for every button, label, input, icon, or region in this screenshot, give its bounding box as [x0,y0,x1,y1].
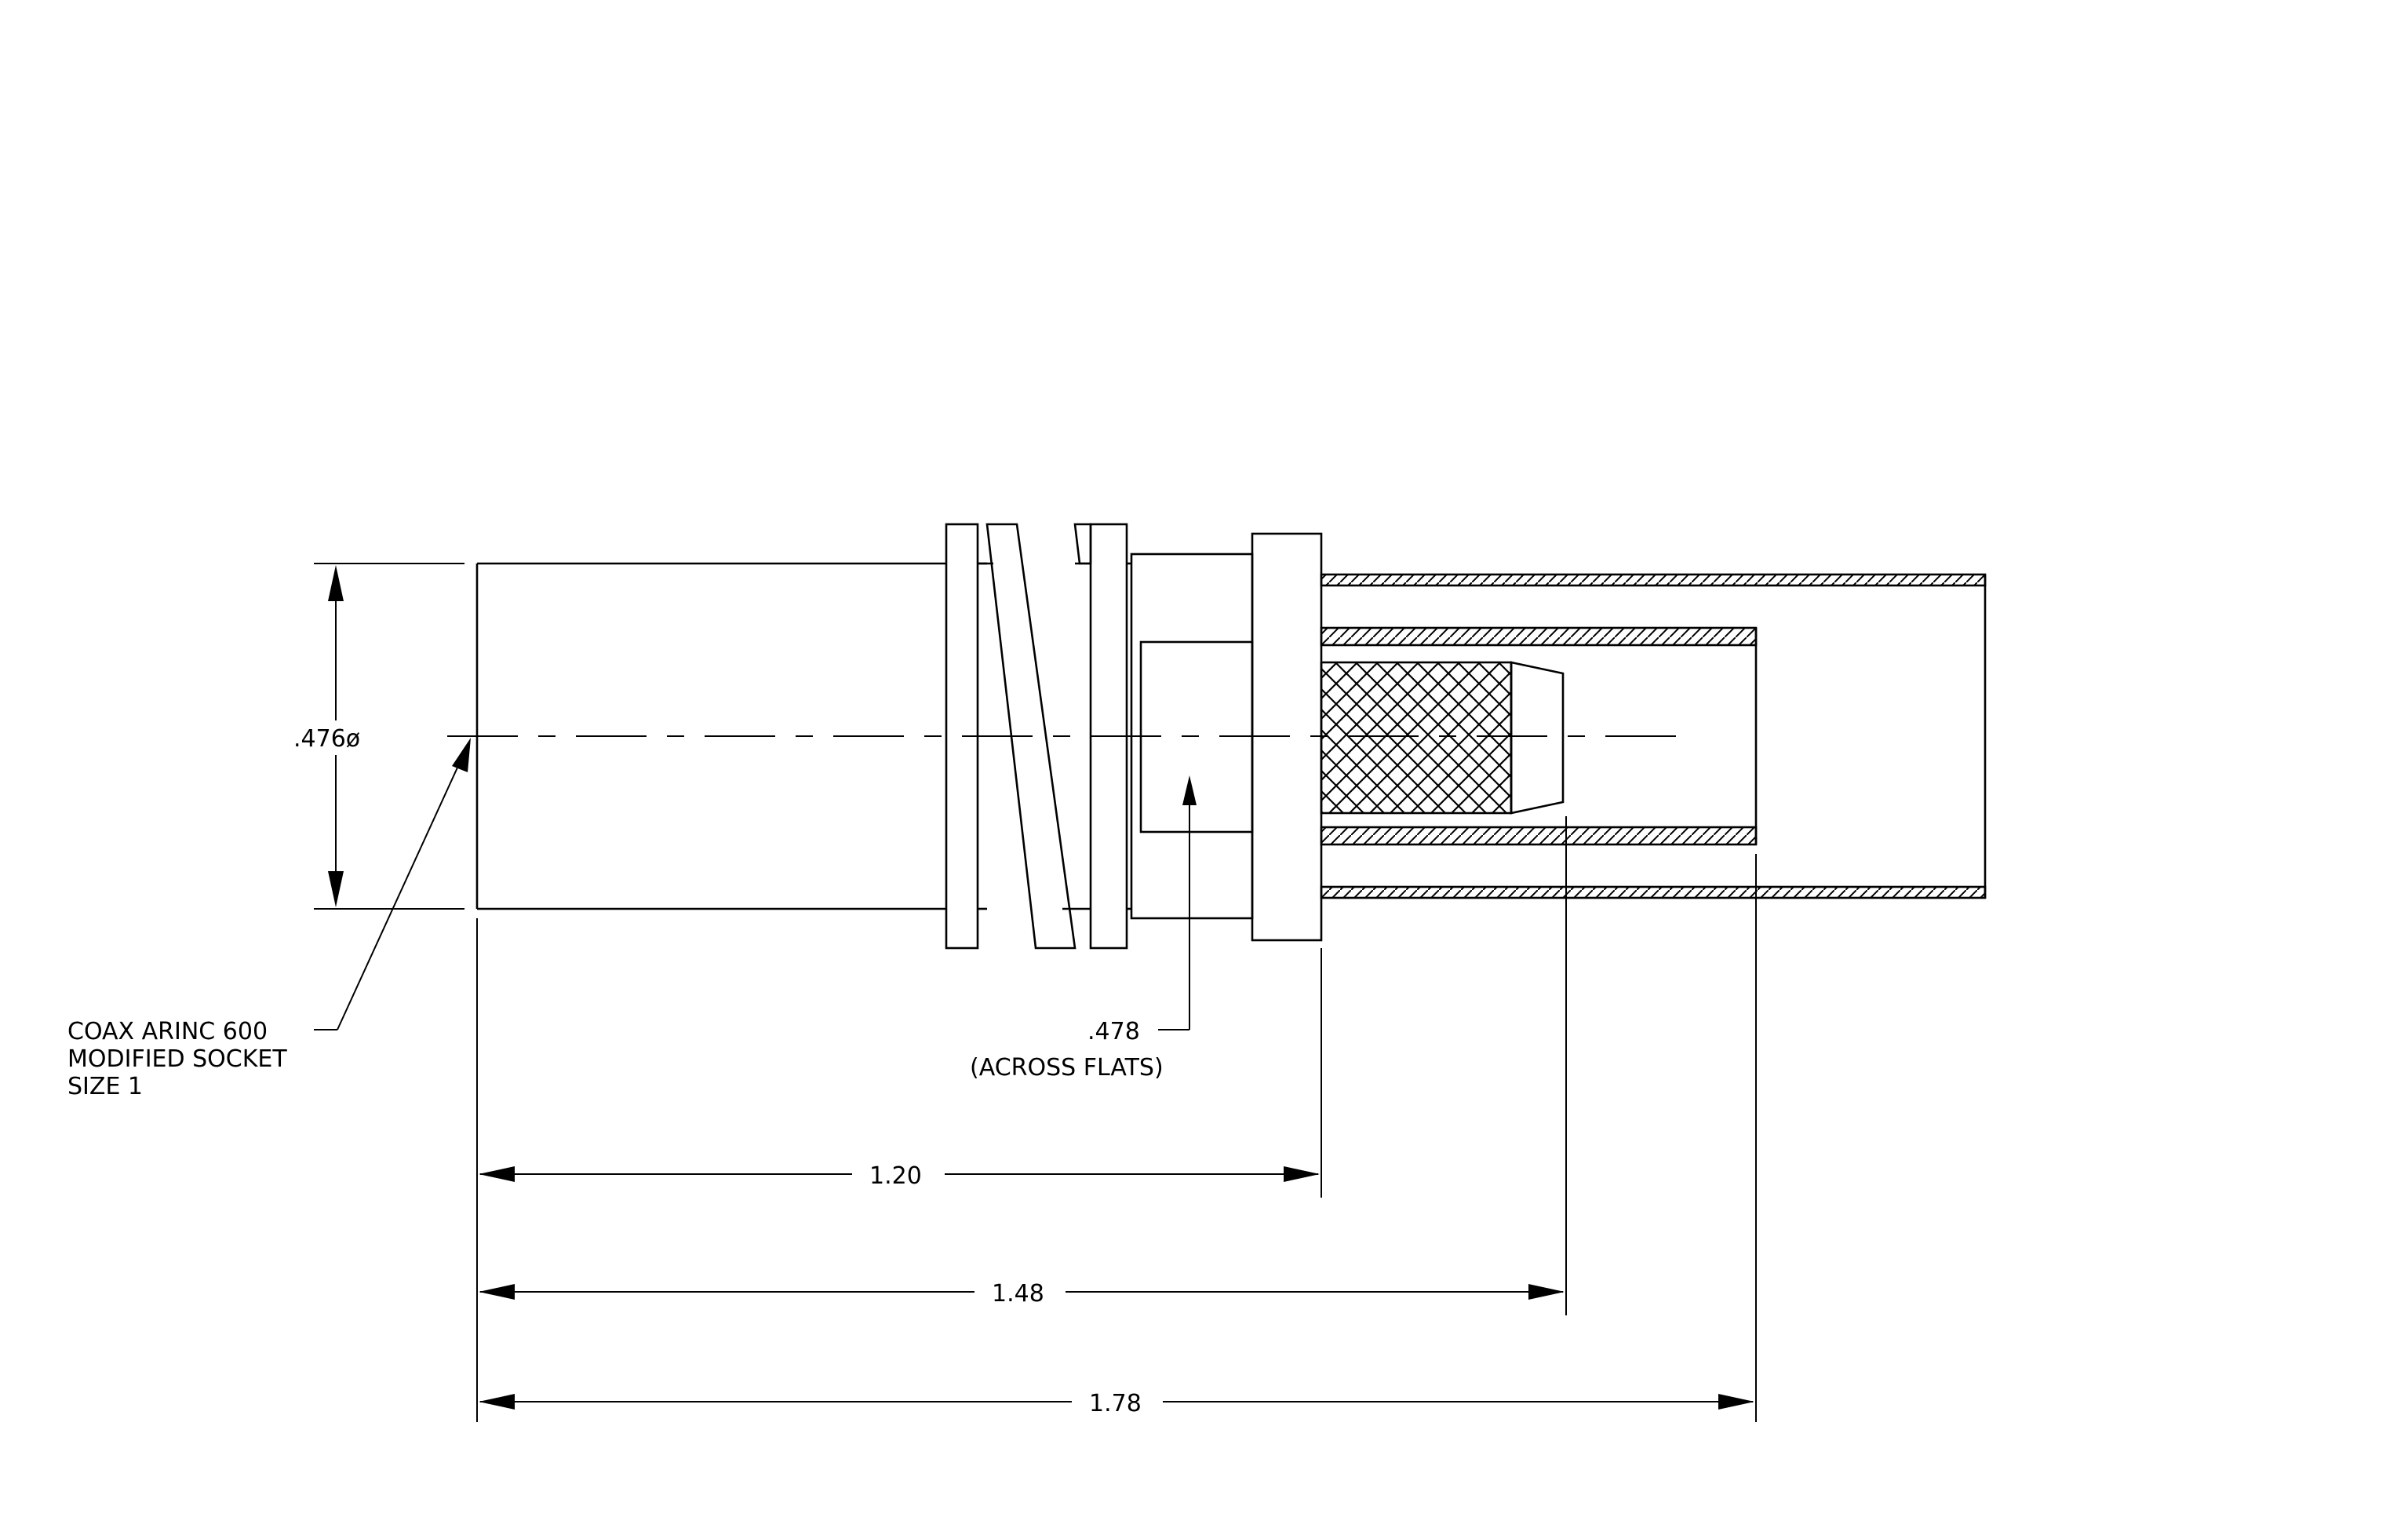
outer-ferrule [1320,573,1987,899]
across-flats-callout: .478 (ACROSS FLATS) [970,775,1197,1081]
diameter-dimension: .476ø [293,563,464,910]
across-flats-value: .478 [1087,1018,1140,1045]
part-callout: COAX ARINC 600 MODIFIED SOCKET SIZE 1 [67,738,471,1100]
across-flats-note: (ACROSS FLATS) [970,1054,1164,1081]
length-dimension-2: 1.48 [479,1280,1565,1308]
length-dimension-3: 1.78 [479,1390,1754,1417]
dielectric-insert [1320,661,1565,815]
extension-lines [476,816,1757,1422]
length-dimension-1: 1.20 [479,1162,1320,1190]
callout-line-2: MODIFIED SOCKET [67,1045,287,1073]
callout-line-3: SIZE 1 [67,1073,143,1100]
spring-coil [978,523,1092,950]
callout-line-1: COAX ARINC 600 [67,1018,268,1045]
diameter-label: .476ø [293,725,360,753]
length-label-2: 1.48 [992,1280,1044,1308]
inner-sleeve [1320,626,1758,846]
length-label-3: 1.78 [1089,1390,1142,1417]
length-label-1: 1.20 [869,1162,922,1190]
